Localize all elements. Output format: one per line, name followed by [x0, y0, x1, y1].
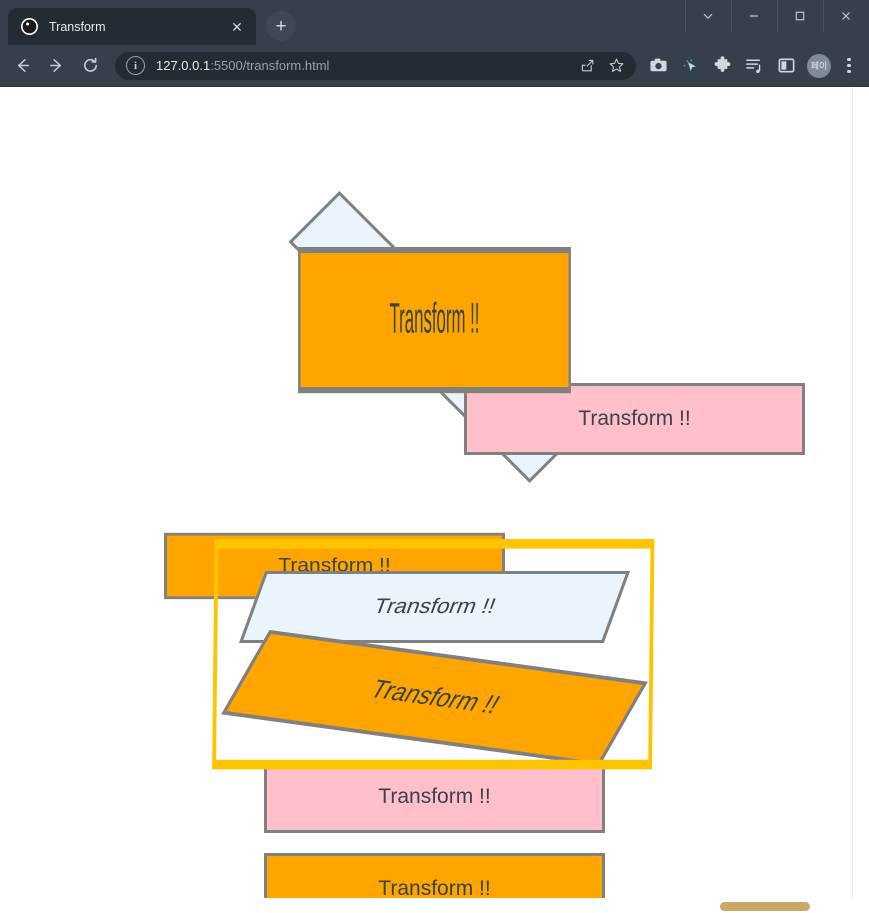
side-panel-icon[interactable] [771, 51, 801, 81]
screenshot-camera-icon[interactable] [643, 51, 673, 81]
chrome-menu-icon[interactable] [836, 51, 862, 81]
site-info-icon[interactable]: i [126, 56, 145, 75]
page-viewport: Transform !! Transform !! Transform !! T… [0, 86, 869, 913]
maximize-icon[interactable] [777, 0, 823, 32]
vertical-scrollbar-thumb[interactable] [856, 87, 866, 913]
new-tab-button[interactable]: + [266, 11, 296, 41]
box-label: Transform !! [278, 554, 391, 577]
forward-arrow-icon[interactable] [41, 51, 71, 81]
box-label: Transform !! [578, 407, 691, 430]
tab-title: Transform [49, 19, 106, 34]
url-path: :5500/transform.html [210, 58, 330, 73]
horizontal-scrollbar[interactable] [0, 898, 869, 913]
reload-icon[interactable] [75, 51, 105, 81]
horizontal-scrollbar-thumb[interactable] [720, 902, 810, 911]
omnibox-actions [574, 52, 630, 80]
box-label: Transform !! [378, 877, 491, 900]
browser-toolbar: i 127.0.0.1:5500/transform.html [0, 45, 869, 86]
vertical-scrollbar[interactable] [852, 87, 869, 913]
box-label: Transform !! [389, 295, 480, 343]
tab-search-chevron-icon[interactable] [685, 0, 731, 32]
box-label: Transform !! [378, 785, 491, 808]
cursor-select-icon[interactable] [675, 51, 705, 81]
bookmark-star-icon[interactable] [602, 52, 630, 80]
back-arrow-icon[interactable] [7, 51, 37, 81]
reading-list-icon[interactable] [739, 51, 769, 81]
share-icon[interactable] [574, 52, 602, 80]
globe-icon [21, 18, 38, 35]
address-bar[interactable]: i 127.0.0.1:5500/transform.html [115, 51, 636, 80]
page-content: Transform !! Transform !! Transform !! T… [0, 87, 853, 913]
tab-strip: Transform ✕ + [0, 0, 296, 45]
minimize-icon[interactable] [731, 0, 777, 32]
tab-transform[interactable]: Transform ✕ [8, 8, 256, 45]
profile-avatar[interactable]: 페이 [807, 53, 831, 78]
window-controls [685, 0, 869, 32]
url-host: 127.0.0.1 [156, 58, 211, 73]
box-pink-static: Transform !! [264, 761, 605, 833]
title-bar: Transform ✕ + [0, 0, 869, 45]
extensions-puzzle-icon[interactable] [707, 51, 737, 81]
close-window-icon[interactable] [823, 0, 869, 32]
url-text: 127.0.0.1:5500/transform.html [156, 58, 329, 73]
box-scale: Transform !! [298, 247, 571, 394]
box-outline-scaled [212, 539, 655, 770]
box-translate: Transform !! [464, 383, 805, 455]
close-icon[interactable]: ✕ [231, 18, 243, 35]
